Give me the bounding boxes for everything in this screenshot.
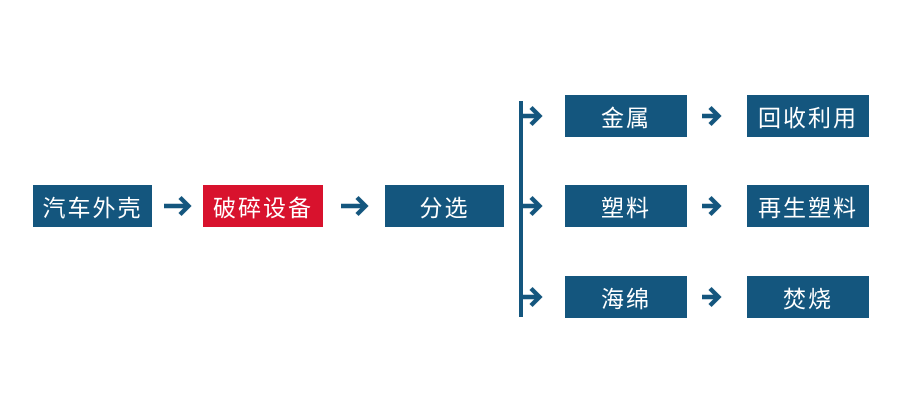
arrow-right-icon: [523, 105, 543, 127]
branch-connector-line: [519, 101, 523, 317]
node-incineration: 焚烧: [747, 276, 869, 318]
node-metal: 金属: [565, 95, 687, 137]
node-sponge: 海绵: [565, 276, 687, 318]
node-car-shell: 汽车外壳: [33, 185, 152, 227]
node-plastic: 塑料: [565, 185, 687, 227]
arrow-right-icon: [164, 195, 192, 217]
node-recycling: 回收利用: [747, 95, 869, 137]
arrow-right-icon: [523, 195, 543, 217]
arrow-right-icon: [702, 195, 722, 217]
node-sorting: 分选: [385, 185, 504, 227]
node-crushing-equipment: 破碎设备: [203, 185, 323, 227]
arrow-right-icon: [523, 286, 543, 308]
arrow-right-icon: [702, 286, 722, 308]
arrow-right-icon: [702, 105, 722, 127]
node-recycled-plastic: 再生塑料: [747, 185, 869, 227]
arrow-right-icon: [341, 195, 369, 217]
